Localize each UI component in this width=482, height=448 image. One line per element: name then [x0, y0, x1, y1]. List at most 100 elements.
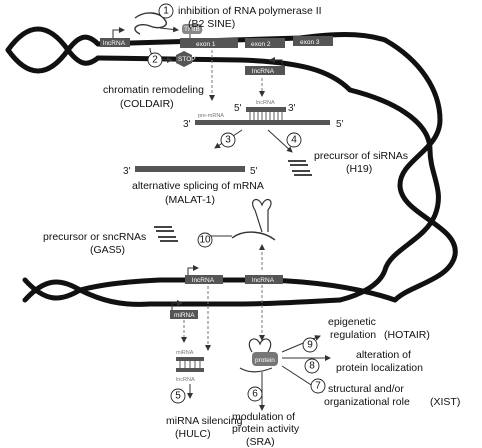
lncrna-lower-label: lncRNA: [252, 68, 275, 75]
exon-2-block: [245, 38, 285, 48]
mirna-block-label: miRNA: [174, 312, 195, 319]
mirna-block: [170, 310, 198, 319]
dna-strand: [22, 277, 83, 301]
step-3-title: alternative splicing of mRNA: [132, 180, 264, 192]
bottom-gene: lncRNA lncRNA miRNA: [170, 265, 283, 319]
dna-strand: [95, 55, 353, 93]
dna-strand: [95, 32, 388, 47]
dna-strand: [5, 34, 101, 74]
top-gene: lncRNA exon 1 exon 2 exon 3 TFIIB STOP l…: [100, 12, 333, 75]
svg-text:8: 8: [309, 361, 315, 372]
svg-text:6: 6: [252, 389, 258, 400]
step-2-title: chromatin remodeling: [103, 84, 204, 96]
lncrna-bottom-block: [185, 275, 223, 284]
arrow-to-sirnas: [267, 129, 293, 153]
exon-3-block: [293, 36, 333, 46]
lncrna-sponge-label: lncRNA: [176, 377, 195, 383]
step-8-marker: 8: [304, 358, 320, 374]
sirna-duplex-icon: [288, 160, 312, 176]
step-10-example: (GAS5): [90, 244, 125, 256]
inhibition-arrow: [159, 26, 179, 33]
step-3-example: (MALAT-1): [165, 194, 215, 206]
tfiib-label: TFIIB: [184, 26, 200, 33]
svg-text:5: 5: [175, 391, 181, 402]
step-3-marker: 3: [220, 132, 236, 148]
dna-strand: [22, 279, 83, 303]
five-prime-label: 5': [336, 119, 344, 130]
step-8-subtitle: protein localization: [336, 362, 423, 374]
step-5-title: miRNA silencing: [166, 415, 243, 427]
step-6-example: (SRA): [246, 436, 275, 448]
step-1-title: inhibition of RNA polymerase II: [178, 5, 322, 17]
stop-label: STOP: [178, 56, 196, 63]
mirna-tss-arrow-icon: [171, 300, 183, 310]
lncrna-bottom-label-2: lncRNA: [252, 277, 275, 284]
step-9-marker: 9: [302, 337, 318, 353]
protein-rna-tail-icon: [239, 367, 273, 373]
step-8-title: alteration of: [356, 349, 411, 361]
lncrna-sponge-strand: [176, 368, 204, 372]
step-2-example: (COLDAIR): [120, 98, 174, 110]
step-4-marker: 4: [286, 132, 302, 148]
svg-text:4: 4: [291, 135, 297, 146]
pre-mrna-duplex: 3' 5' pre-mRNA lncRNA 5' 3': [183, 100, 344, 130]
step-10-title: precursor or sncRNAs: [43, 231, 146, 243]
step-9-title: epigenetic: [328, 316, 376, 328]
dna-strand: [77, 287, 343, 307]
lncrna-bottom-block-2: [245, 275, 283, 284]
step-10-marker: 10: [197, 232, 213, 248]
step-1-example: (B2 SINE): [188, 18, 235, 30]
step-7-marker: 7: [310, 378, 326, 394]
spliced-mrna-strand: [135, 166, 245, 172]
step-6-subtitle: protein activity: [232, 423, 300, 435]
exon-2-label: exon 2: [251, 41, 271, 48]
three-prime-label: 3': [183, 119, 191, 130]
rna-tail-icon: [231, 231, 276, 241]
step-7-title: structural and/or: [328, 383, 404, 395]
lncrna-block-label: lncRNA: [103, 40, 126, 47]
mirna-strand: [176, 357, 204, 361]
lncrna-block: [100, 38, 130, 47]
step-5-example: (HULC): [175, 428, 211, 440]
mirna-duplex-label: miRNA: [176, 350, 194, 356]
svg-text:7: 7: [315, 381, 321, 392]
protein-blob: [252, 352, 278, 366]
step-5-marker: 5: [170, 388, 186, 404]
svg-text:2: 2: [152, 55, 158, 66]
stop-sign-icon: [176, 51, 192, 67]
sncrna-duplex-icon: [154, 226, 178, 242]
three-prime-label-top: 3': [288, 103, 296, 114]
dna-strand: [5, 26, 101, 66]
tss-arrow-icon: [112, 27, 125, 38]
svg-text:3: 3: [225, 135, 231, 146]
hairpin-rna-icon: [251, 198, 272, 233]
step-2-marker: 2: [147, 52, 163, 68]
step-6-title: modulation of: [232, 411, 295, 423]
tfiib-protein: [182, 24, 202, 34]
protein-label: protein: [255, 357, 275, 364]
bottom-tss-arrow-icon: [187, 265, 199, 275]
lower-tss-arrow-icon: [269, 57, 283, 66]
dna-strand: [337, 87, 441, 303]
step-7-example: (XIST): [430, 396, 460, 408]
lncrna-duplex-label: lncRNA: [256, 100, 275, 106]
step-4-title: precursor of siRNAs: [314, 150, 408, 162]
svg-text:9: 9: [307, 340, 313, 351]
b2-sine-rna-icon: [134, 12, 167, 35]
lncrna-strand: [246, 107, 286, 112]
pre-mrna-strand: [195, 120, 330, 125]
step-9-subtitle: regulation: [330, 329, 376, 341]
dna-strand: [382, 37, 458, 303]
step-1-marker: 1: [158, 3, 174, 19]
svg-text:10: 10: [199, 235, 211, 246]
exon-1-label: exon 1: [196, 41, 216, 48]
five-prime-label-top: 5': [234, 103, 242, 114]
lncrna-lower-block: [245, 66, 285, 75]
exon-3-label: exon 3: [300, 39, 320, 46]
step-9-example: (HOTAIR): [384, 329, 430, 341]
svg-text:1: 1: [163, 6, 169, 17]
duplex-base-pairs: [249, 112, 283, 120]
five-prime-label: 5': [250, 166, 258, 177]
